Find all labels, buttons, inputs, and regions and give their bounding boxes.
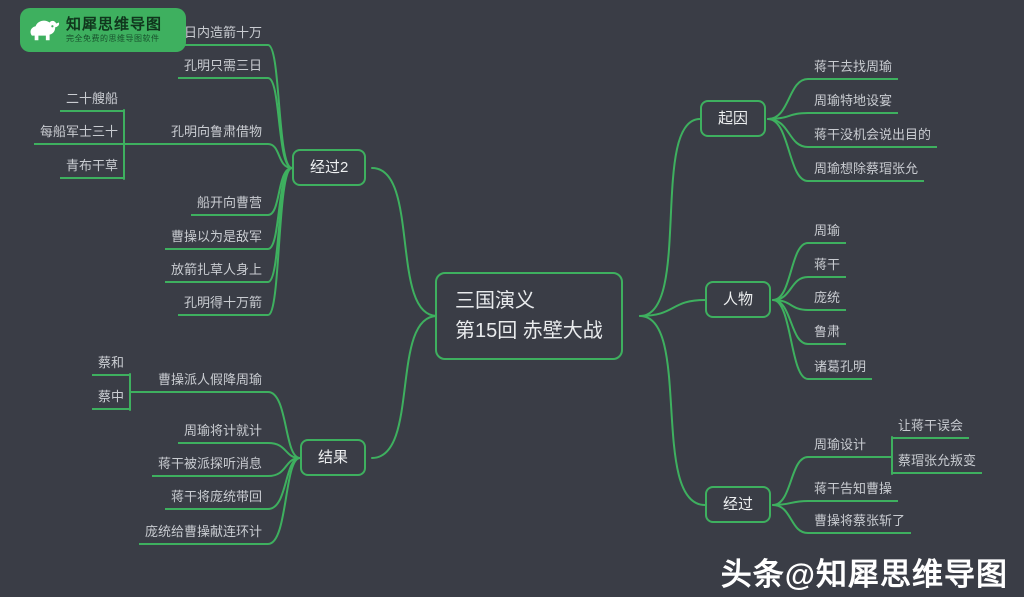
topic-process-2[interactable]: 蒋干告知曹操 [808,480,899,502]
topic-result-1[interactable]: 曹操派人假降周瑜 [151,371,268,393]
topic-result-2[interactable]: 周瑜将计就计 [177,422,268,444]
topic-process2-2[interactable]: 孔明只需三日 [177,57,268,79]
logo-subtitle: 完全免费的思维导图软件 [66,34,160,43]
topic-cause-3[interactable]: 蒋干没机会说出目的 [808,126,938,148]
logo-title: 知犀思维导图 [66,16,163,33]
topic-cause-1[interactable]: 蒋干去找周瑜 [808,58,899,80]
topic-process-plan-1[interactable]: 让蒋干误会 [892,417,970,439]
topic-process2-7[interactable]: 孔明得十万箭 [177,294,268,316]
topic-cause-4[interactable]: 周瑜想除蔡瑁张允 [808,160,925,182]
topic-fake-surrender-1[interactable]: 蔡和 [91,354,130,376]
rhino-logo-icon [28,16,60,44]
topic-process2-3[interactable]: 孔明向鲁肃借物 [164,123,268,145]
branch-cause[interactable]: 起因 [700,100,767,137]
topic-process-plan-2[interactable]: 蔡瑁张允叛变 [892,452,983,474]
topic-result-4[interactable]: 蒋干将庞统带回 [164,488,268,510]
topic-process2-1[interactable]: 十日内造箭十万 [164,24,268,46]
topic-character-3[interactable]: 庞统 [808,289,847,311]
topic-cause-2[interactable]: 周瑜特地设宴 [808,92,899,114]
topic-borrow-2[interactable]: 每船军士三十 [33,123,124,145]
topic-process-3[interactable]: 曹操将蔡张斩了 [808,512,912,534]
topic-result-3[interactable]: 蒋干被派探听消息 [151,455,268,477]
topic-character-1[interactable]: 周瑜 [808,222,847,244]
toutiao-watermark: 头条@知犀思维导图 [720,557,1008,592]
topic-fake-surrender-2[interactable]: 蔡中 [91,388,130,410]
app-logo: 知犀思维导图 完全免费的思维导图软件 [20,8,186,52]
topic-process2-5[interactable]: 曹操以为是敌军 [164,228,268,250]
branch-result[interactable]: 结果 [300,439,367,476]
topic-process2-4[interactable]: 船开向曹营 [190,194,268,216]
root-topic[interactable]: 三国演义 第15回 赤壁大战 [435,272,623,360]
branch-characters[interactable]: 人物 [705,281,772,318]
topic-character-4[interactable]: 鲁肃 [808,323,847,345]
topic-borrow-3[interactable]: 青布干草 [59,157,124,179]
topic-character-5[interactable]: 诸葛孔明 [808,358,873,380]
topic-process-1[interactable]: 周瑜设计 [808,436,873,458]
topic-process2-6[interactable]: 放箭扎草人身上 [164,261,268,283]
topic-borrow-1[interactable]: 二十艘船 [59,90,124,112]
topic-result-5[interactable]: 庞统给曹操献连环计 [138,523,268,545]
branch-process2[interactable]: 经过2 [292,149,367,186]
topic-character-2[interactable]: 蒋干 [808,256,847,278]
root-title-line1: 三国演义 [455,290,535,312]
root-title-line2: 第15回 赤壁大战 [455,320,603,342]
branch-process[interactable]: 经过 [705,486,772,523]
